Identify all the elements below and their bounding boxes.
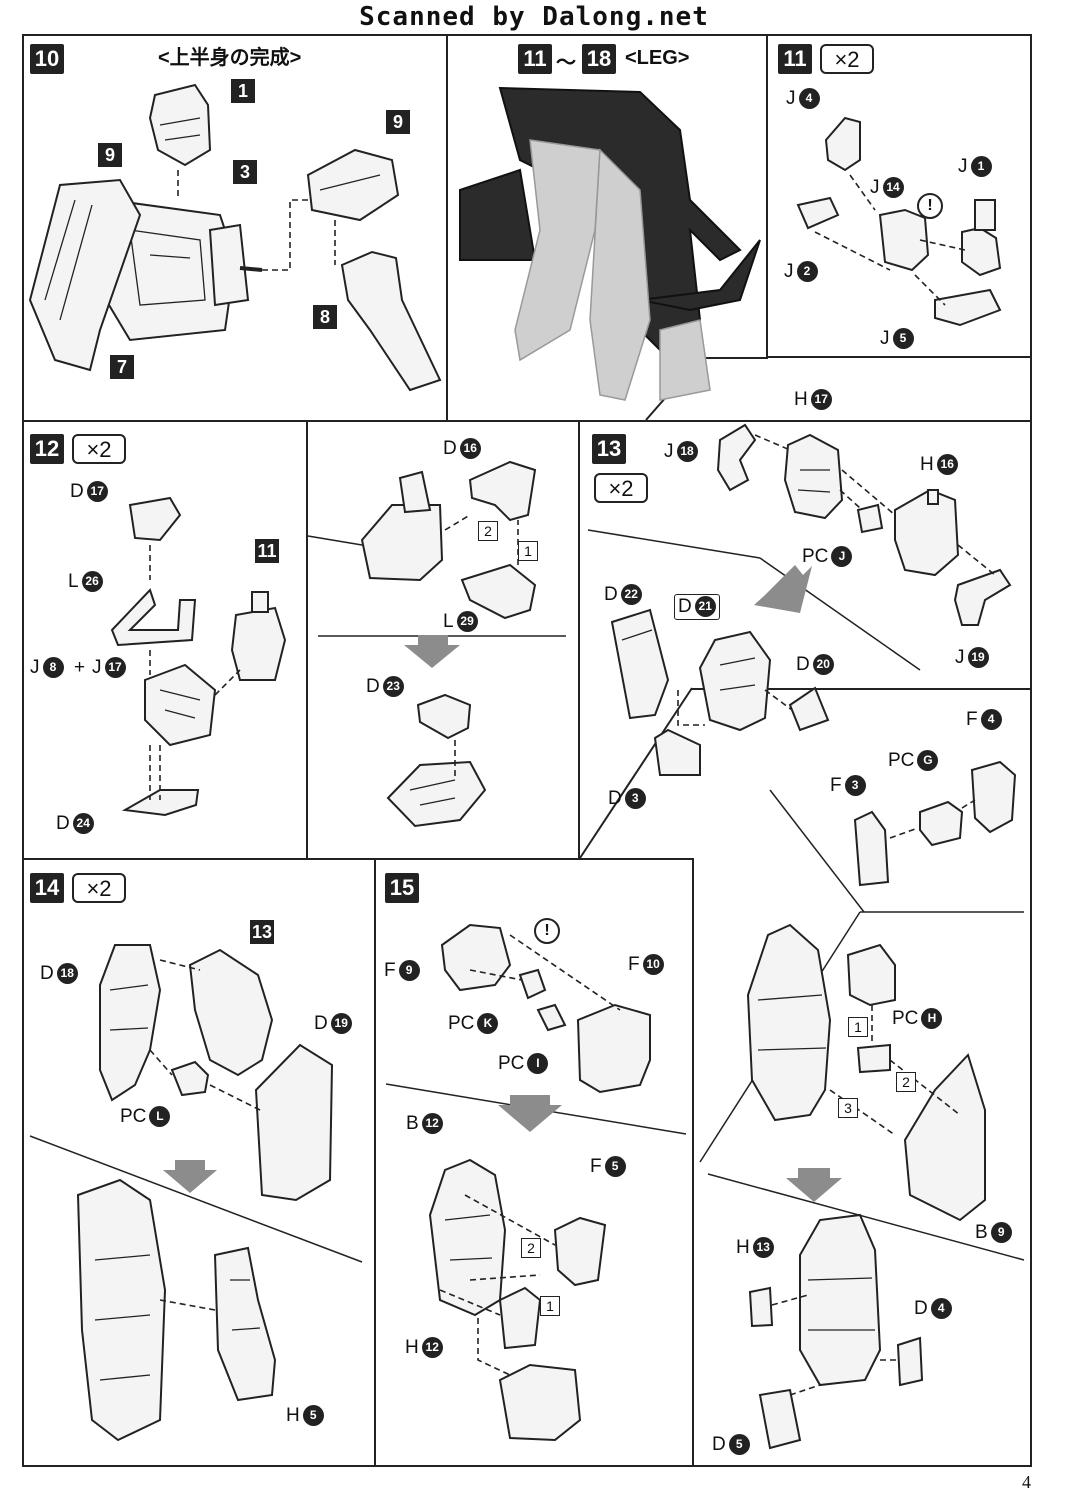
step-11-badge: 11 — [518, 44, 552, 74]
multiplier-badge: ×2 — [72, 434, 126, 464]
process-arrow — [754, 565, 812, 613]
divider — [692, 688, 1032, 690]
instruction-frame — [22, 34, 1032, 1467]
step-range-tilde: ～ — [556, 52, 576, 74]
step-10-title: <上半身の完成> — [158, 47, 302, 69]
step-15-badge: 15 — [385, 873, 419, 903]
order-number: 1 — [518, 541, 538, 561]
multiplier-badge: ×2 — [820, 44, 874, 74]
caution-icon: ! — [917, 193, 943, 219]
multiplier-badge: ×2 — [594, 473, 648, 503]
order-number: 3 — [838, 1098, 858, 1118]
step15-parts — [428, 923, 986, 1450]
part-8-badge: 8 — [313, 305, 337, 329]
step-11-badge: 11 — [778, 44, 812, 74]
order-number: 2 — [896, 1072, 916, 1092]
divider — [446, 34, 448, 422]
part-3-badge: 3 — [233, 160, 257, 184]
process-arrow — [404, 635, 460, 668]
divider — [766, 34, 768, 356]
divider — [692, 858, 694, 1467]
step-13-badge: 13 — [592, 434, 626, 464]
part-9-badge: 9 — [386, 110, 410, 134]
order-number: 2 — [521, 1238, 541, 1258]
divider — [374, 860, 376, 1467]
part-1-badge: 1 — [231, 79, 255, 103]
order-number: 1 — [848, 1017, 868, 1037]
step-10-badge: 10 — [30, 44, 64, 74]
process-arrow — [163, 1160, 217, 1193]
part-7-badge: 7 — [110, 355, 134, 379]
part-11-badge: 11 — [255, 539, 279, 563]
order-number: 1 — [540, 1296, 560, 1316]
step13-parts — [610, 423, 1017, 887]
part-9-badge: 9 — [98, 143, 122, 167]
divider — [578, 422, 580, 858]
part-13-badge: 13 — [250, 920, 274, 944]
upper-body-assembly — [28, 83, 442, 392]
step11-parts — [796, 116, 1002, 327]
step-14-badge: 14 — [30, 873, 64, 903]
divider — [22, 858, 692, 860]
multiplier-badge: ×2 — [72, 873, 126, 903]
divider — [766, 356, 1032, 358]
divider — [22, 420, 1032, 422]
step12-parts — [110, 460, 537, 828]
step-18-badge: 18 — [582, 44, 616, 74]
step14-parts — [76, 944, 334, 1442]
step-12-badge: 12 — [30, 434, 64, 464]
leg-render — [459, 86, 761, 401]
leg-title: <LEG> — [625, 47, 690, 69]
divider — [306, 422, 308, 858]
order-number: 2 — [478, 521, 498, 541]
plus-sign: + — [74, 657, 86, 678]
watermark-header: Scanned by Dalong.net — [359, 2, 709, 32]
page-number: 4 — [1022, 1472, 1031, 1492]
caution-icon: ! — [534, 918, 560, 944]
